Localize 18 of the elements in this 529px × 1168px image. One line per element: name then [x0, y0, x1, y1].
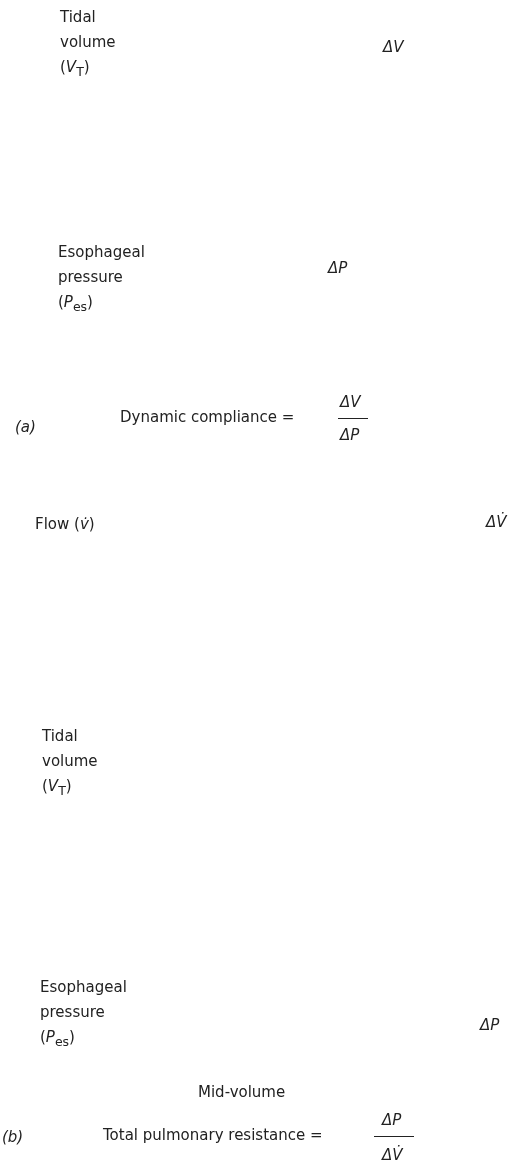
formula-denominator: ΔP	[340, 425, 360, 446]
measurement-label: ΔP	[328, 258, 348, 279]
annotation-text: Mid-volume	[198, 1082, 286, 1103]
panel-label: (a)	[15, 417, 36, 438]
panel-label: (b)	[2, 1127, 24, 1148]
formula-text: Dynamic compliance =	[120, 407, 295, 428]
formula-numerator: ΔV	[340, 392, 361, 413]
axis-label: Tidal volume (V$_{T}$)	[42, 726, 99, 800]
formula-text: Total pulmonary resistance =	[103, 1125, 323, 1146]
axis-label: Flow (v̇)	[35, 514, 95, 535]
measurement-label: ΔV̇	[486, 511, 507, 533]
measurement-label: ΔP	[480, 1015, 500, 1036]
formula-denominator: ΔV̇	[382, 1144, 403, 1166]
axis-label: Esophageal pressure (P$_{es}$)	[58, 242, 146, 316]
axis-label: Tidal volume (V$_{T}$)	[60, 7, 117, 81]
axis-label: Esophageal pressure (P$_{es}$)	[40, 977, 128, 1051]
formula-numerator: ΔP	[382, 1110, 402, 1131]
measurement-label: ΔV	[383, 37, 404, 58]
